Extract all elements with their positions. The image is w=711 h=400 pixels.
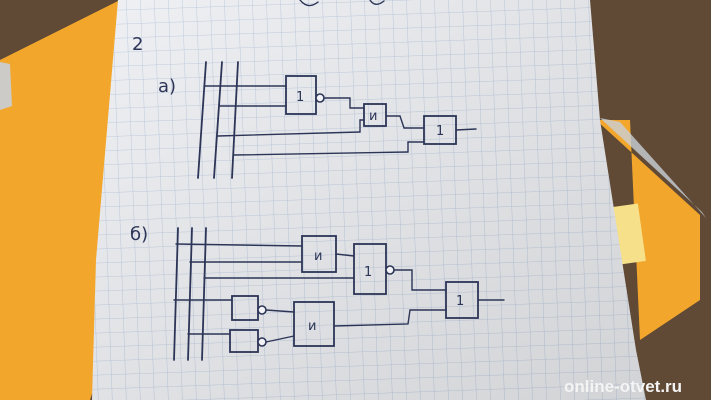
inverter-bubble-a1 xyxy=(315,93,325,103)
part-b-label: б) xyxy=(130,224,148,245)
inverter-bubble-b2 xyxy=(385,265,395,275)
circuit-b: и 1 и 1 xyxy=(173,227,505,361)
svg-text:и: и xyxy=(314,249,322,264)
part-a-label: a) xyxy=(158,76,176,97)
gate-a2 xyxy=(363,103,387,127)
problem-number: 2 xyxy=(132,34,143,55)
svg-text:1: 1 xyxy=(364,265,372,280)
yellow-notebook-right xyxy=(596,120,700,340)
svg-text:и: и xyxy=(308,319,316,334)
svg-text:1: 1 xyxy=(296,90,304,105)
svg-text:1: 1 xyxy=(436,124,444,139)
svg-text:и: и xyxy=(369,109,377,124)
inverter-bubble-small-bottom xyxy=(257,337,267,347)
svg-text:1: 1 xyxy=(456,294,464,309)
gate-b4 xyxy=(293,301,335,347)
inverter-bubble-small-top xyxy=(257,305,267,315)
notebook-sticker xyxy=(612,203,646,265)
gate-a1 xyxy=(285,75,317,115)
watermark: online-otvet.ru xyxy=(564,377,682,396)
circuit-a: 1 и 1 xyxy=(197,61,477,179)
